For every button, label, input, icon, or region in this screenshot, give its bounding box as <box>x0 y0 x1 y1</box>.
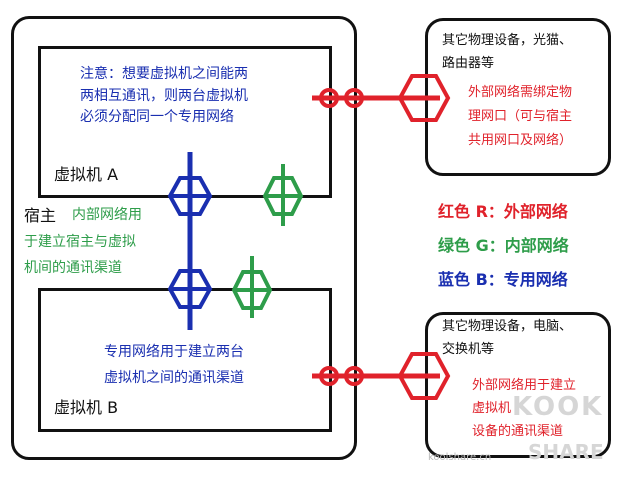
red-port-b2 <box>344 366 364 386</box>
device-top-note-line: 共用网口及网络） <box>468 133 573 149</box>
host-label: 宿主 <box>24 206 57 225</box>
legend-red: 红色 R：外部网络 <box>438 202 568 221</box>
device-bottom-note: 外部网络用于建立 虚拟机 设备的通讯渠道 <box>472 376 576 442</box>
watermark-brand: SHARE <box>528 440 604 464</box>
vm-b-note-line: 专用网络用于建立两台 <box>104 344 244 360</box>
device-top-title-line: 路由器等 <box>442 56 495 72</box>
legend-blue: 蓝色 B：专用网络 <box>438 270 568 289</box>
device-bottom-box <box>425 312 611 458</box>
watermark-site: koolshare.cn <box>428 452 492 463</box>
vm-a-note-line: 注意：想要虚拟机之间能两 <box>80 66 248 82</box>
device-top-title: 其它物理设备，光猫、 路由器等 <box>442 31 572 74</box>
device-bottom-title-line: 其它物理设备，电脑、 <box>442 319 573 334</box>
vm-b-note-line: 虚拟机之间的通讯渠道 <box>104 369 244 386</box>
red-port-a1 <box>319 88 339 108</box>
device-top-note: 外部网络需绑定物 理网口（可与宿主 共用网口及网络） <box>468 83 572 151</box>
vm-b-box <box>38 288 332 432</box>
device-top-box <box>425 18 611 176</box>
device-top-note-line: 外部网络需绑定物 <box>468 85 573 100</box>
vm-a-note-line: 两相互通讯，则两台虚拟机 <box>80 87 248 104</box>
host-note-line: 于建立宿主与虚拟 <box>24 233 136 250</box>
red-port-b1 <box>319 366 339 386</box>
device-bottom-note-line: 设备的通讯渠道 <box>472 424 564 440</box>
device-top-title-line: 其它物理设备，光猫、 <box>442 33 573 48</box>
device-bottom-note-line: 外部网络用于建立 <box>472 378 577 393</box>
host-note: 内部网络用 于建立宿主与虚拟 机间的通讯渠道 <box>24 205 142 280</box>
device-bottom-note-line: 虚拟机 <box>472 401 512 417</box>
device-bottom-title: 其它物理设备，电脑、 交换机等 <box>442 317 572 360</box>
host-note-line: 机间的通讯渠道 <box>24 260 122 277</box>
watermark-logo: KOOK <box>512 392 604 422</box>
red-port-a2 <box>344 88 364 108</box>
vm-a-note-line: 必须分配同一个专用网络 <box>80 109 234 126</box>
device-top-note-line: 理网口（可与宿主 <box>468 109 573 125</box>
red-hex-top <box>397 74 451 122</box>
red-hex-bottom <box>397 352 451 400</box>
vm-a-note: 注意：想要虚拟机之间能两 两相互通讯，则两台虚拟机 必须分配同一个专用网络 <box>80 64 248 129</box>
vm-a-label: 虚拟机 A <box>54 165 119 184</box>
host-note-line: 内部网络用 <box>72 207 142 223</box>
vm-b-note: 专用网络用于建立两台 虚拟机之间的通讯渠道 <box>104 342 244 389</box>
vm-b-label: 虚拟机 B <box>54 398 119 417</box>
device-bottom-title-line: 交换机等 <box>442 342 495 358</box>
legend-green: 绿色 G：内部网络 <box>438 236 569 255</box>
